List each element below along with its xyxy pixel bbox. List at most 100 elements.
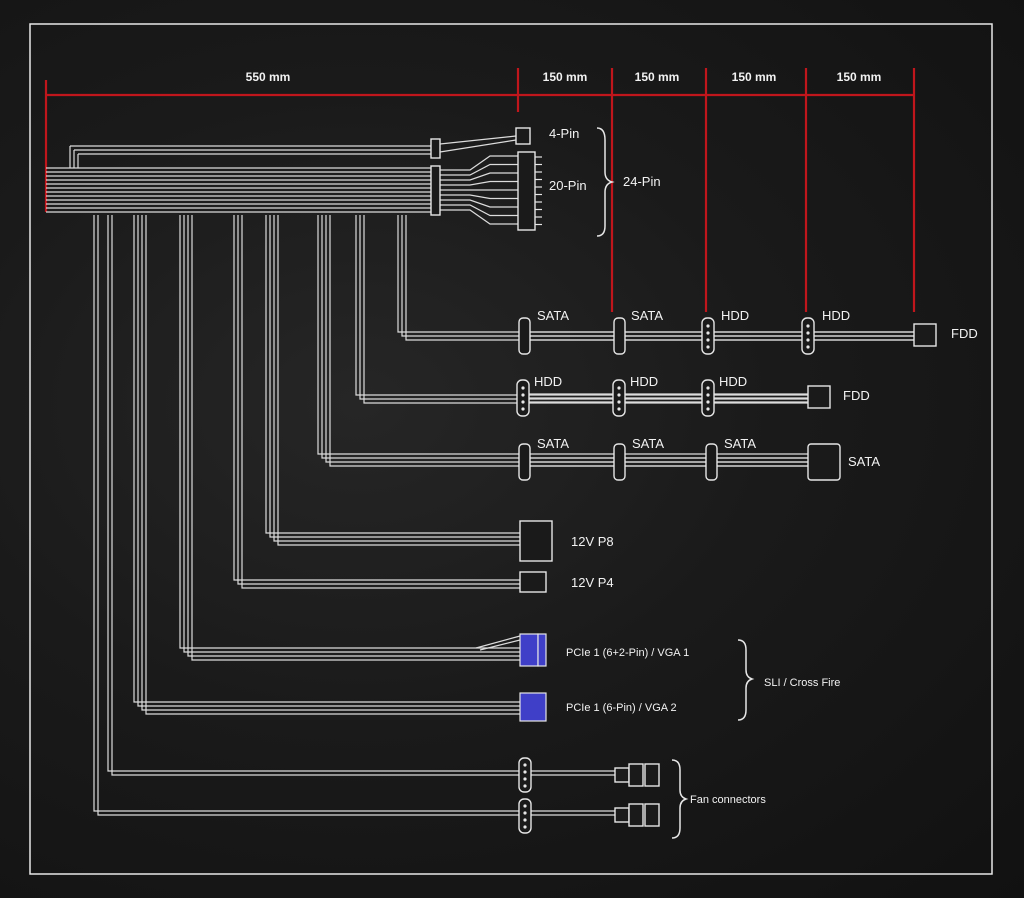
atx-20pin-wire (440, 180, 518, 186)
wire-pcie-vga2 (133, 215, 520, 703)
label-fdd: FDD (951, 326, 978, 341)
wire-pcie-vga2 (137, 215, 520, 707)
pcie-connectors (519, 633, 547, 722)
cable-clamp-4pin (430, 138, 441, 159)
wire-pcie-vga1 (179, 215, 520, 649)
pin-dot (521, 386, 525, 390)
pin-dot (706, 345, 710, 349)
pcie-2pin-extension-icon (537, 633, 547, 667)
wire-12v-p8 (269, 215, 520, 538)
molex-connector-icon (612, 379, 626, 417)
wire-12v-p4 (233, 215, 520, 581)
fan-connector-icon (644, 803, 660, 827)
pin-dot (521, 407, 525, 411)
cable-bundle (46, 135, 914, 816)
pin-dot (706, 386, 710, 390)
label-12v-p8: 12V P8 (571, 534, 614, 549)
connector-4pin-icon (515, 127, 531, 145)
pin-dot (523, 804, 527, 808)
wire-hdd-fdd (355, 215, 808, 396)
molex-connector-icon (701, 379, 715, 417)
fdd-connector-icon (807, 385, 831, 409)
wire-fan-1 (111, 215, 615, 776)
label-hdd: HDD (822, 308, 850, 323)
wire-pcie-vga1 (475, 635, 521, 649)
label-pcie-vga1: PCIe 1 (6+2-Pin) / VGA 1 (566, 647, 689, 659)
pin-dot (706, 324, 710, 328)
label-fdd: FDD (843, 388, 870, 403)
atx-20pin-wire (440, 199, 518, 208)
pin-dot (523, 825, 527, 829)
cable-hdd-fdd (516, 379, 831, 417)
dimension-label: 550 mm (246, 70, 291, 84)
wire-pcie-vga1 (187, 215, 520, 657)
fdd-connector-icon (913, 323, 937, 347)
dimension-label: 150 mm (635, 70, 680, 84)
label-sata: SATA (632, 436, 664, 451)
wire-12v-p4 (241, 215, 520, 589)
fan-connector-icon (614, 767, 630, 783)
pcie-6plus2-connector-icon (519, 633, 539, 667)
fan-connector-icon (628, 803, 644, 827)
label-sata: SATA (537, 436, 569, 451)
sata-connector-icon (613, 317, 626, 355)
molex-connector-icon (801, 317, 815, 355)
brace-fans (671, 759, 689, 839)
label-hdd: HDD (534, 374, 562, 389)
sata-connector-icon (705, 443, 718, 481)
atx-20pin-wire (440, 155, 518, 171)
wire-12v-p8 (265, 215, 520, 534)
sata-connector-icon (518, 443, 531, 481)
cable-clamp-20pin (430, 165, 441, 216)
wire-pcie-vga2 (145, 215, 520, 715)
pin-dot (806, 338, 810, 342)
label-20-pin: 20-Pin (549, 178, 587, 193)
label-pcie-vga2: PCIe 1 (6-Pin) / VGA 2 (566, 702, 677, 714)
label-hdd: HDD (719, 374, 747, 389)
wire-12v-p4 (237, 215, 520, 585)
pin-dot (806, 345, 810, 349)
pin-dot (617, 407, 621, 411)
pin-dot (523, 777, 527, 781)
measurement-guides (44, 68, 916, 312)
wire-fan-1 (107, 215, 615, 772)
connector-20pin-icon (517, 151, 536, 231)
connector-12v-p8-icon (519, 520, 553, 562)
pin-dot (706, 338, 710, 342)
label-12v-p4: 12V P4 (571, 575, 614, 590)
fan-connectors (518, 757, 660, 834)
wire-pcie-vga2 (141, 215, 520, 711)
sata-connector-icon (518, 317, 531, 355)
connector-20pin-teeth (535, 156, 542, 226)
fan-connector-icon (628, 763, 644, 787)
label-sata: SATA (724, 436, 756, 451)
molex-connector-icon (518, 757, 532, 793)
pin-dot (617, 386, 621, 390)
atx-20pin-wire (440, 163, 518, 176)
wire-fan-2 (97, 215, 615, 816)
dimension-label: 150 mm (837, 70, 882, 84)
pin-dot (521, 400, 525, 404)
molex-connector-icon (518, 798, 532, 834)
label-hdd: HDD (630, 374, 658, 389)
molex-connector-icon (701, 317, 715, 355)
connector-pin-dots (521, 324, 810, 829)
wire-pcie-vga1 (479, 639, 521, 651)
label-fan-connectors: Fan connectors (690, 794, 766, 806)
wire-pcie-vga1 (191, 215, 520, 661)
pin-dot (806, 331, 810, 335)
wire-fan-2 (93, 215, 615, 812)
label-sata: SATA (631, 308, 663, 323)
fan-connector-icon (614, 807, 630, 823)
atx-20pin-wire (440, 172, 518, 181)
pin-dot (706, 400, 710, 404)
sata-connector-icon (807, 443, 841, 481)
pin-dot (523, 763, 527, 767)
cable-sata (518, 443, 841, 481)
main-atx-connector (430, 127, 536, 231)
wire-12v-p8 (273, 215, 520, 542)
pin-dot (617, 400, 621, 404)
atx-20pin-wire (440, 209, 518, 225)
